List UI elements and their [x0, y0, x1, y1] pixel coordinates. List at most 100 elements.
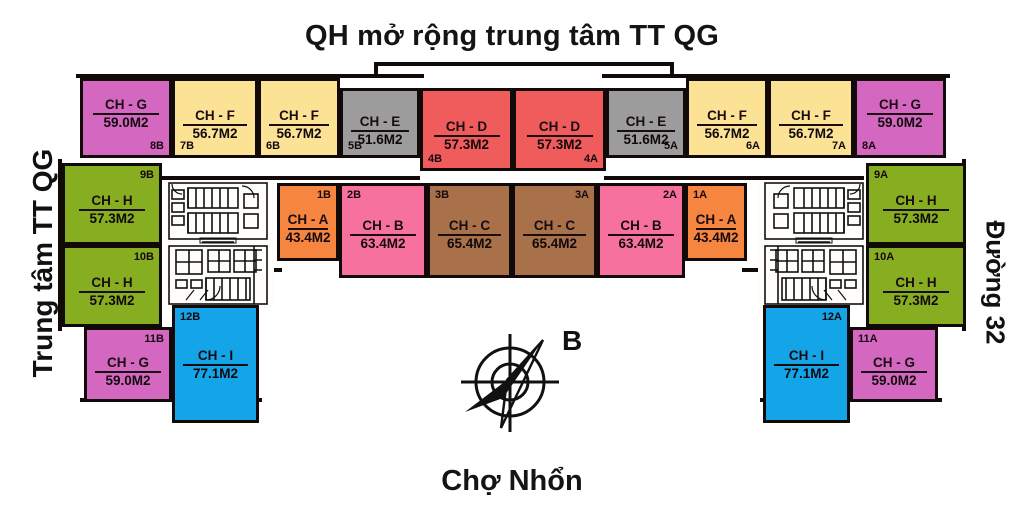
unit-divider	[269, 123, 329, 126]
unit-divider	[183, 123, 247, 126]
unit-name: CH - B	[362, 218, 404, 234]
unit-divider	[883, 291, 949, 294]
unit-12A[interactable]: CH - I 77.1M2 12A	[763, 305, 850, 423]
unit-code: 9B	[139, 169, 154, 181]
unit-area: 65.4M2	[446, 236, 493, 252]
unit-divider	[523, 234, 586, 237]
outline-top-left-wing	[76, 74, 424, 78]
unit-area: 77.1M2	[783, 366, 830, 382]
unit-code: 2A	[662, 189, 677, 201]
compass-north-label: B	[562, 325, 583, 356]
unit-name: CH - H	[91, 193, 133, 209]
unit-divider	[438, 234, 501, 237]
outline-left-edge	[58, 159, 62, 331]
unit-area: 57.3M2	[536, 136, 583, 152]
unit-2A[interactable]: CH - B 63.4M2 2A	[597, 183, 685, 278]
outline-top-notch	[374, 62, 674, 66]
unit-name: CH - F	[707, 107, 747, 123]
unit-name: CH - C	[533, 218, 576, 234]
unit-divider	[774, 364, 839, 367]
unit-area: 59.0M2	[103, 115, 149, 131]
unit-name: CH - H	[895, 193, 937, 209]
unit-divider	[526, 134, 593, 137]
unit-name: CH - E	[359, 114, 401, 130]
unit-code: 7A	[831, 140, 846, 152]
corridor-floor-right	[742, 268, 766, 272]
unit-name: CH - I	[788, 348, 825, 364]
unit-code: 9A	[874, 169, 889, 181]
unit-divider	[79, 291, 145, 294]
page-title: QH mở rộng trung tâm TT QG	[304, 20, 720, 52]
unit-name: CH - H	[895, 275, 937, 291]
unit-code: 1B	[316, 189, 331, 201]
unit-divider	[883, 209, 949, 212]
edge-label-left: Trung tâm TT QG	[27, 148, 58, 378]
unit-10A[interactable]: CH - H 57.3M2 10A	[866, 245, 966, 327]
unit-area: 59.0M2	[871, 372, 917, 388]
unit-area: 43.4M2	[285, 229, 331, 245]
unit-divider	[79, 209, 145, 212]
unit-area: 56.7M2	[788, 125, 834, 141]
unit-3A[interactable]: CH - C 65.4M2 3A	[512, 183, 597, 278]
unit-name: CH - A	[695, 211, 737, 227]
unit-divider	[93, 113, 159, 116]
unit-area: 57.3M2	[443, 136, 490, 152]
unit-name: CH - B	[620, 218, 662, 234]
unit-area: 65.4M2	[531, 236, 578, 252]
unit-area: 56.7M2	[704, 125, 750, 141]
unit-name: CH - G	[107, 354, 149, 370]
unit-code: 3B	[435, 189, 450, 201]
compass-rose-icon	[455, 320, 570, 438]
unit-area: 43.4M2	[693, 229, 739, 245]
unit-name: CH - E	[625, 114, 667, 130]
unit-code: 12A	[821, 311, 842, 323]
unit-code: 3A	[574, 189, 589, 201]
unit-code: 8A	[862, 140, 877, 152]
unit-name: CH - F	[791, 107, 831, 123]
unit-divider	[608, 234, 674, 237]
unit-divider	[696, 227, 736, 230]
unit-divider	[183, 364, 248, 367]
unit-area: 57.3M2	[89, 211, 135, 227]
unit-divider	[95, 370, 161, 373]
unit-code: 4A	[583, 153, 598, 165]
unit-area: 63.4M2	[618, 236, 664, 252]
unit-code: 8B	[149, 140, 164, 152]
core-stair-left	[166, 180, 274, 308]
unit-area: 77.1M2	[192, 366, 239, 382]
unit-code: 4B	[428, 153, 443, 165]
unit-area: 57.3M2	[893, 293, 939, 309]
unit-code: 7B	[180, 140, 195, 152]
unit-code: 12B	[180, 311, 201, 323]
unit-name: CH - H	[91, 275, 133, 291]
unit-9B[interactable]: CH - H 57.3M2 9B	[62, 163, 162, 245]
unit-divider	[617, 130, 675, 133]
unit-code: 5A	[663, 140, 678, 152]
unit-divider	[779, 123, 843, 126]
unit-code: 10A	[874, 251, 895, 263]
unit-code: 6A	[745, 140, 760, 152]
unit-code: 11B	[144, 333, 164, 345]
unit-name: CH - G	[105, 97, 147, 113]
unit-area: 56.7M2	[192, 125, 238, 141]
